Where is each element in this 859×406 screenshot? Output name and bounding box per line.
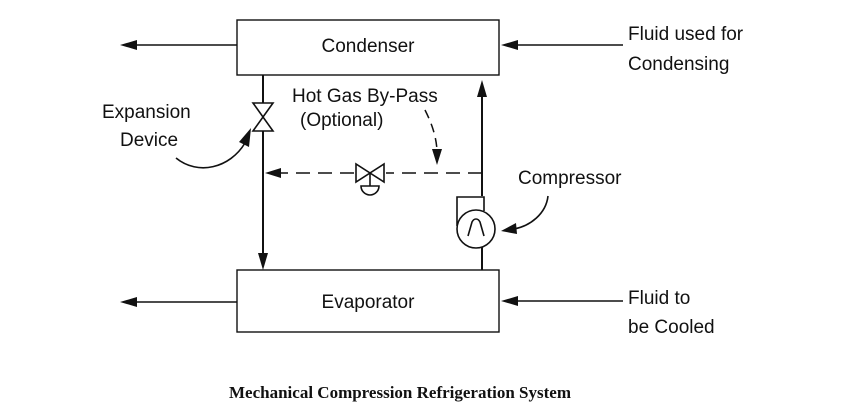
condenser-box <box>236 19 500 76</box>
compressor-label: Compressor <box>518 168 622 189</box>
expansion-valve-icon <box>251 102 275 132</box>
condenser-label: Condenser <box>322 36 416 57</box>
cooled-fluid-label-line1: Fluid to <box>628 288 690 309</box>
hot-gas-bypass-label-line2: (Optional) <box>300 110 383 131</box>
evaporator-label: Evaporator <box>322 292 416 313</box>
hot-gas-bypass-label-line1: Hot Gas By-Pass <box>292 86 438 107</box>
bypass-valve-icon <box>355 162 385 196</box>
hot-gas-bypass-pointer <box>424 109 442 165</box>
condenser-outflow-arrow <box>120 40 237 50</box>
compressor-pointer <box>501 195 549 234</box>
condensing-fluid-label-line2: Condensing <box>628 54 729 75</box>
evaporator-box <box>236 269 500 333</box>
diagram-caption: Mechanical Compression Refrigeration Sys… <box>229 383 571 402</box>
hot-gas-bypass-line <box>265 168 482 178</box>
expansion-device-label-line1: Expansion <box>102 102 191 123</box>
compressor-icon <box>456 196 496 249</box>
expansion-device-label-line2: Device <box>120 130 178 151</box>
cooled-fluid-label-line2: be Cooled <box>628 317 715 338</box>
condensing-fluid-label-line1: Fluid used for <box>628 24 744 45</box>
liquid-line <box>258 75 268 270</box>
cooled-fluid-inflow-arrow <box>501 296 623 306</box>
discharge-line <box>477 80 487 196</box>
expansion-device-pointer <box>175 128 251 169</box>
condensing-fluid-inflow-arrow <box>501 40 623 50</box>
evaporator-outflow-arrow <box>120 297 237 307</box>
